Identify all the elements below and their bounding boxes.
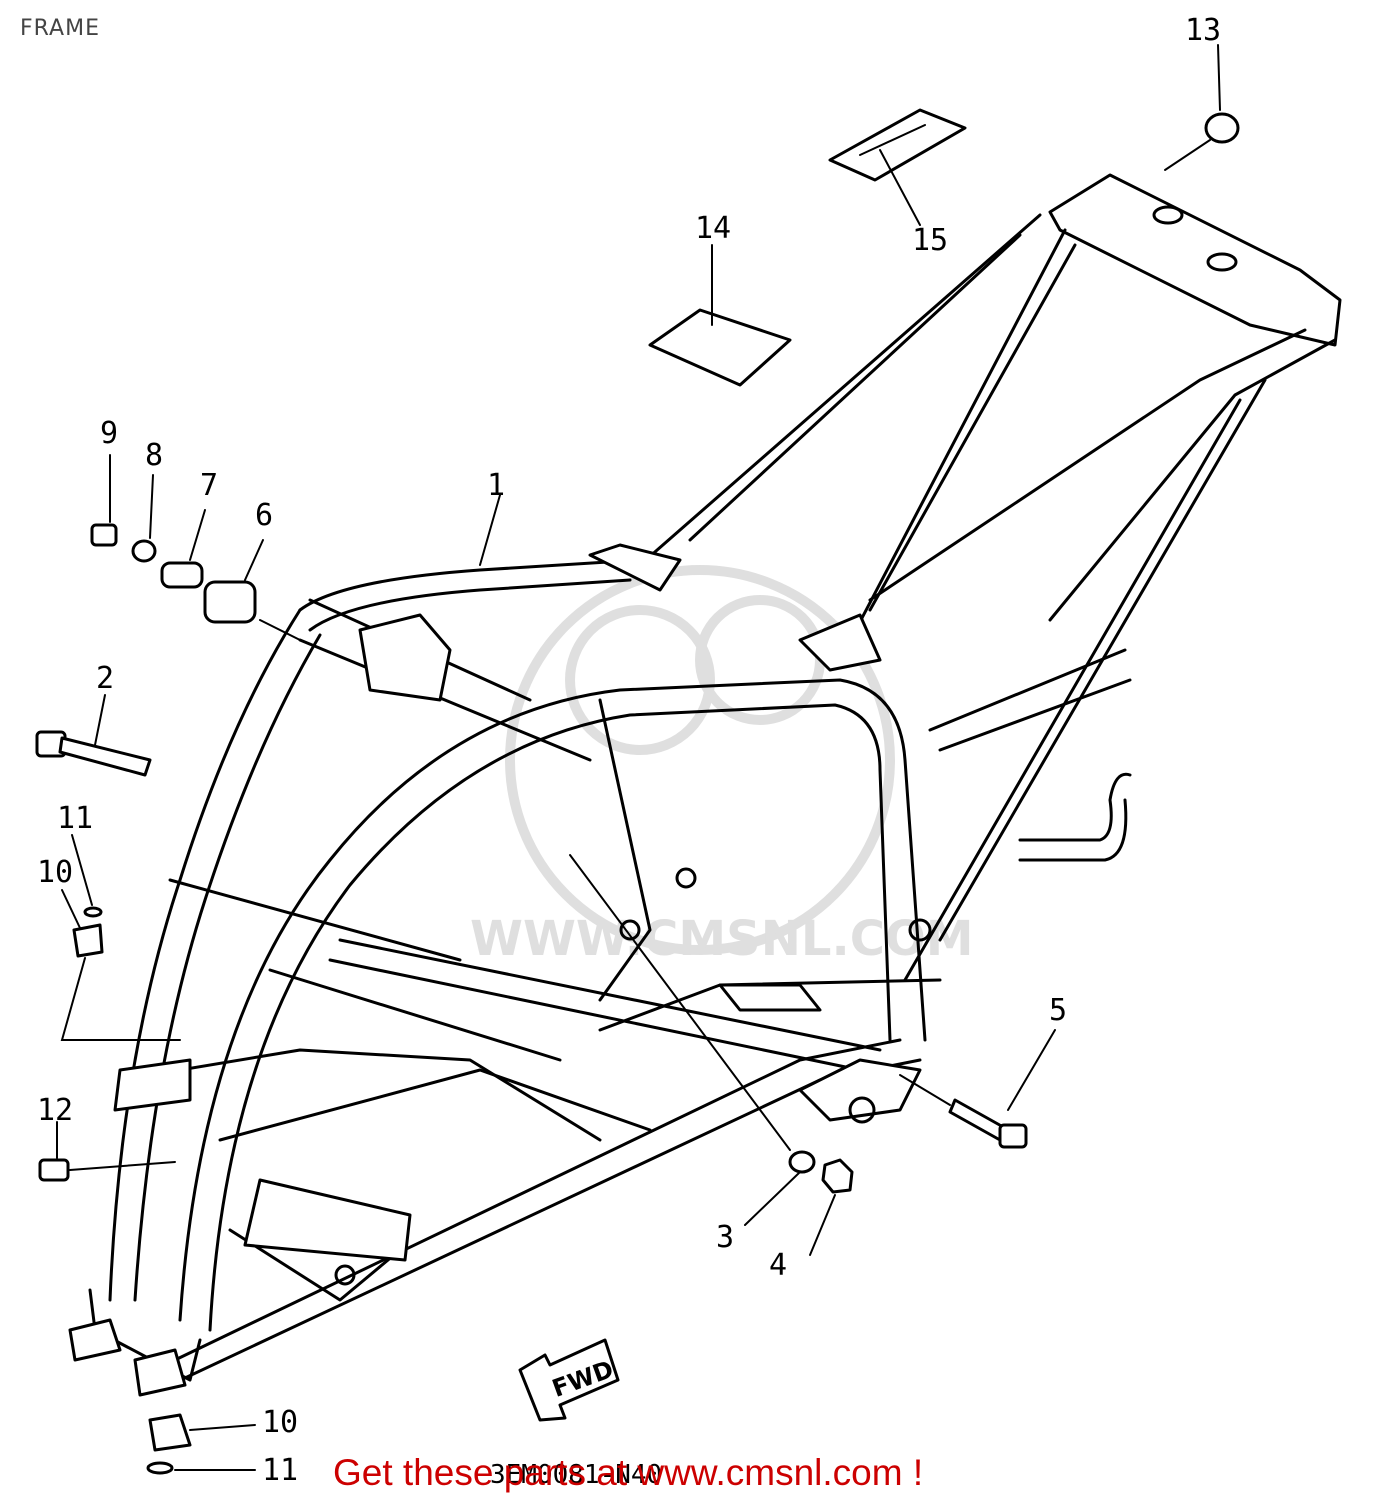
callout-labels: 1 2 3 4 5 6 7 8 9 10 10 11 11 12 13 14 1… [37,13,1221,1488]
part-7-collar [160,509,206,589]
part-5-bolt [899,1029,1056,1149]
callout-2: 2 [96,661,114,696]
callout-10-upper: 10 [37,855,73,890]
fwd-arrow: FWD [518,1338,620,1422]
main-frame [68,173,1342,1397]
diagram-code: 3EM0081-N40 [490,1460,662,1490]
part-14-pad [648,244,792,387]
callout-11-lower: 11 [262,1453,298,1488]
callout-15: 15 [912,223,948,258]
callout-3: 3 [716,1220,734,1255]
part-8-washer [131,474,157,563]
callout-13: 13 [1185,13,1221,48]
page-title: FRAME [20,16,100,41]
callout-6: 6 [255,498,273,533]
callout-10-lower: 10 [262,1405,298,1440]
callout-8: 8 [145,438,163,473]
part-10-upper-grommet [60,889,181,1041]
part-15-strap [828,108,967,226]
callout-12: 12 [37,1093,73,1128]
watermark-text: WWW.CMSNL.COM [470,911,974,967]
callout-4: 4 [769,1248,787,1283]
part-11-lower-pin [146,1461,256,1475]
cmsnl-link[interactable]: Get these parts at www.cmsnl.com ! [333,1452,924,1493]
part-6-bushing [203,539,301,641]
callout-14: 14 [695,211,731,246]
part-11-upper-pin [71,834,103,918]
part-9-bolt [90,454,118,547]
callout-11-upper: 11 [57,801,93,836]
part-10-lower-grommet [148,1413,256,1452]
part-12-fitting [38,1121,176,1182]
part-4-nut [809,1158,854,1256]
callout-7: 7 [200,468,218,503]
leader-1 [479,494,501,566]
callout-5: 5 [1049,993,1067,1028]
part-13-collar [1164,44,1240,171]
watermark-logo: WWW.CMSNL.COM [470,565,974,967]
part-2-long-bolt [35,694,152,777]
callout-1: 1 [487,468,505,503]
callout-9: 9 [100,416,118,451]
part-3-washer [569,854,816,1226]
